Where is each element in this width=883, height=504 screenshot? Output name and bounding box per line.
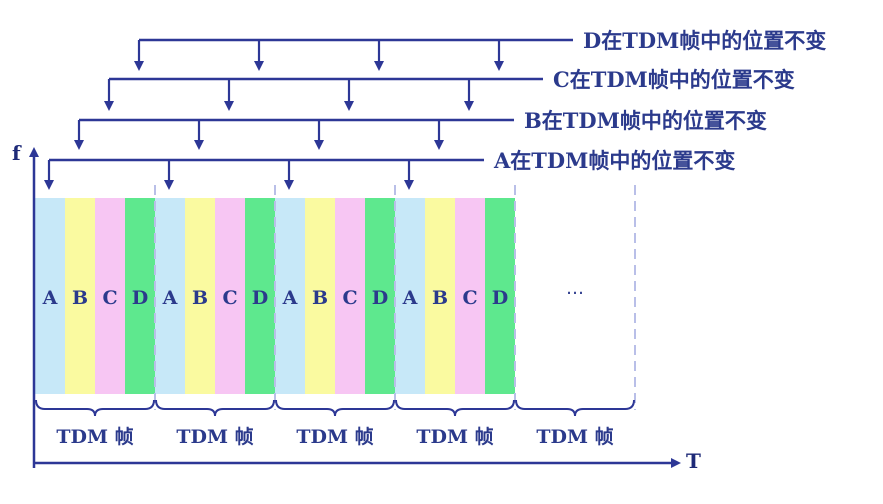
slot-a-frame-4 (395, 198, 425, 394)
slot-label: A (402, 287, 418, 309)
annotation-lines: D在TDM帧中的位置不变 C在TDM帧中的位置不变 B在TDM帧中的位置不变 A在TD… (44, 28, 826, 190)
frame-brace (155, 399, 275, 417)
slot-c-frame-3 (335, 198, 365, 394)
slot-a-frame-2 (155, 198, 185, 394)
slot-label: C (462, 287, 477, 309)
annotation-text: B在TDM帧中的位置不变 (524, 108, 767, 133)
frame-brace (35, 399, 155, 417)
slot-label: A (42, 287, 58, 309)
slot-d-frame-3 (365, 198, 395, 394)
t-axis-label: T (686, 449, 701, 473)
annotation-b: B在TDM帧中的位置不变 (74, 108, 767, 150)
frame-brace (395, 399, 515, 417)
slot-label: A (282, 287, 298, 309)
slot-label: B (312, 287, 328, 309)
annotation-text: C在TDM帧中的位置不变 (553, 67, 795, 92)
annotation-d: D在TDM帧中的位置不变 (134, 28, 826, 71)
frame-label: TDM 帧 (296, 425, 373, 448)
frame-label: TDM 帧 (416, 425, 493, 448)
slot-label: C (342, 287, 357, 309)
slot-d-frame-1 (125, 198, 155, 394)
frame-braces: TDM 帧 TDM 帧 TDM 帧 TDM 帧 TDM 帧 (35, 399, 635, 448)
slot-label: B (192, 287, 208, 309)
slot-label: A (162, 287, 178, 309)
slot-label: D (492, 287, 508, 309)
slot-b-frame-2 (185, 198, 215, 394)
slot-b-frame-4 (425, 198, 455, 394)
slot-a-frame-3 (275, 198, 305, 394)
axes: f T (12, 141, 701, 473)
slot-label: B (432, 287, 448, 309)
annotation-text: A在TDM帧中的位置不变 (493, 148, 735, 173)
frame-brace (275, 399, 395, 417)
slot-label: B (72, 287, 88, 309)
slot-label: C (102, 287, 117, 309)
frame-brace (515, 399, 635, 417)
slot-c-frame-4 (455, 198, 485, 394)
frame-label: TDM 帧 (56, 425, 133, 448)
annotation-text: D在TDM帧中的位置不变 (583, 28, 826, 53)
slot-d-frame-2 (245, 198, 275, 394)
slot-label: D (132, 287, 148, 309)
slot-c-frame-2 (215, 198, 245, 394)
slot-label: C (222, 287, 237, 309)
slot-d-frame-4 (485, 198, 515, 394)
annotation-a: A在TDM帧中的位置不变 (44, 148, 735, 190)
slot-label: D (252, 287, 268, 309)
more-frames-ellipsis: … (566, 278, 584, 299)
slot-label: D (372, 287, 388, 309)
annotation-c: C在TDM帧中的位置不变 (104, 67, 795, 111)
slot-c-frame-1 (95, 198, 125, 394)
frame-label: TDM 帧 (176, 425, 253, 448)
frame-label: TDM 帧 (536, 425, 613, 448)
slot-a-frame-1 (35, 198, 65, 394)
slot-b-frame-3 (305, 198, 335, 394)
f-axis-label: f (12, 141, 22, 165)
slot-b-frame-1 (65, 198, 95, 394)
frame-boundaries (154, 185, 636, 410)
